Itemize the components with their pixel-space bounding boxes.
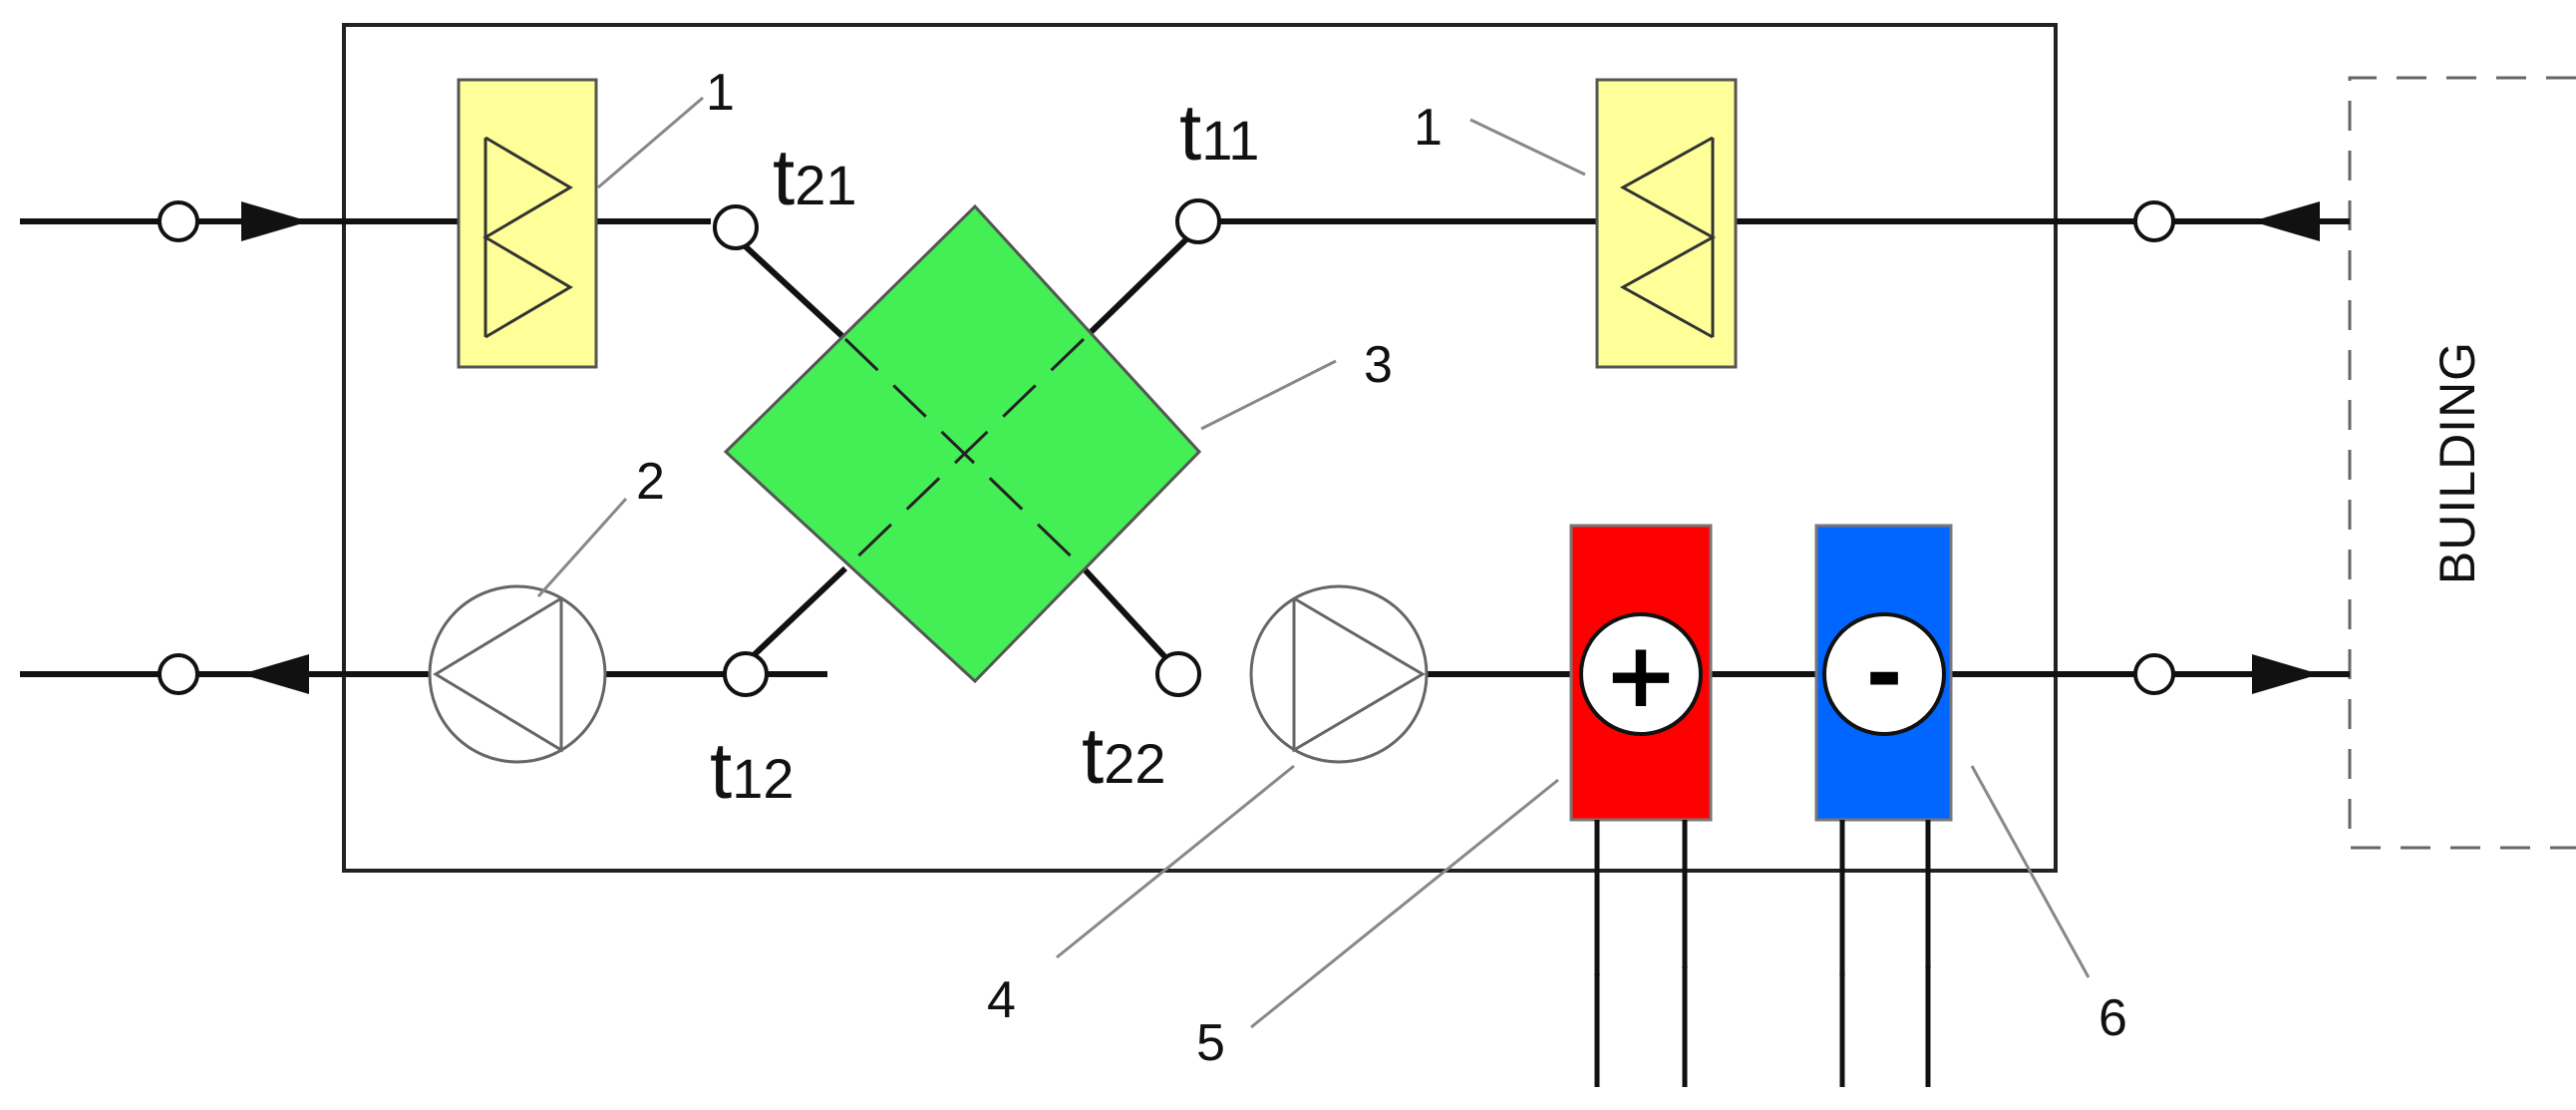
filter-intake xyxy=(457,78,598,369)
heater: + xyxy=(1569,524,1713,822)
node-t12 xyxy=(723,651,769,697)
callout-leaders xyxy=(536,96,2091,1029)
fan-supply xyxy=(1249,584,1429,764)
filter-extract xyxy=(1595,78,1738,369)
arrow-exhaust-out xyxy=(241,654,309,694)
temperature-nodes xyxy=(713,198,1221,697)
exchanger-connectors xyxy=(735,236,1189,659)
callout-heat-exchanger: 3 xyxy=(1364,336,1393,394)
node-top-left xyxy=(158,200,199,242)
callout-fan-exhaust: 2 xyxy=(636,453,665,511)
callout-heater: 5 xyxy=(1196,1014,1225,1072)
building-boundary xyxy=(2348,76,2576,850)
arrow-extract-in xyxy=(2252,201,2320,241)
cooler-sign: - xyxy=(1865,621,1902,726)
callout-filter-right: 1 xyxy=(1414,99,1443,157)
node-t21 xyxy=(713,204,759,250)
arrow-supply-out xyxy=(2252,654,2320,694)
arrow-outdoor-in xyxy=(241,201,309,241)
fan-exhaust xyxy=(428,584,607,764)
heat-exchanger-internal-paths xyxy=(843,337,1086,570)
node-bottom-left xyxy=(158,653,199,695)
callout-fan-supply: 4 xyxy=(987,971,1016,1029)
label-t22: t22 xyxy=(1082,711,1166,800)
label-t21: t21 xyxy=(773,133,857,221)
label-t11: t11 xyxy=(1179,88,1259,177)
building-label: BUILDING xyxy=(2429,341,2485,584)
coil-pipes xyxy=(1594,820,1931,1087)
unit-housing xyxy=(342,23,2058,873)
callout-cooler: 6 xyxy=(2098,989,2127,1047)
node-t22 xyxy=(1155,651,1201,697)
node-bottom-right xyxy=(2133,653,2175,695)
callout-filter-left: 1 xyxy=(706,64,735,122)
node-t11 xyxy=(1175,198,1221,244)
node-top-right xyxy=(2133,200,2175,242)
heat-exchanger xyxy=(723,203,1202,684)
label-t12: t12 xyxy=(710,726,795,815)
duct-nodes xyxy=(158,200,2175,695)
heater-sign: + xyxy=(1603,623,1678,728)
cooler: - xyxy=(1814,524,1953,822)
